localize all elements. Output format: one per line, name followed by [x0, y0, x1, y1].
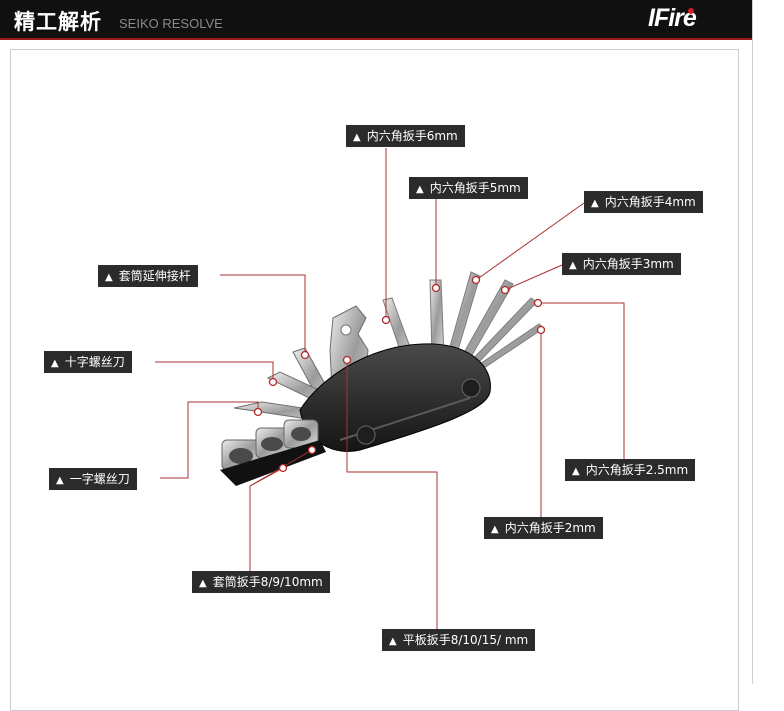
triangle-icon: ▲: [199, 578, 207, 589]
triangle-icon: ▲: [591, 198, 599, 209]
hex-keys: [382, 271, 545, 369]
right-divider: [752, 0, 753, 684]
section-title: 精工解析: [14, 10, 102, 34]
label-plate-wrench: ▲平板扳手8/10/15/ mm: [382, 629, 536, 651]
header-bar: 精工解析 SEIKO RESOLVE IFire: [0, 0, 752, 38]
sockets: [220, 419, 326, 486]
label-hex-5mm: ▲内六角扳手5mm: [409, 177, 528, 199]
triangle-icon: ▲: [416, 184, 424, 195]
label-cross-screwdriver: ▲十字螺丝刀: [44, 351, 132, 373]
triangle-icon: ▲: [56, 475, 64, 486]
label-socket-extension: ▲套筒延伸接杆: [98, 265, 198, 287]
label-hex-2-5mm: ▲内六角扳手2.5mm: [565, 459, 696, 481]
brand-logo-dot: [688, 8, 694, 14]
triangle-icon: ▲: [105, 272, 113, 283]
section-subtitle: SEIKO RESOLVE: [119, 16, 223, 31]
label-hex-6mm: ▲内六角扳手6mm: [346, 125, 465, 147]
label-hex-3mm: ▲内六角扳手3mm: [562, 253, 681, 275]
triangle-icon: ▲: [569, 260, 577, 271]
triangle-icon: ▲: [491, 524, 499, 535]
leader-lines: [155, 148, 625, 630]
label-socket-wrench: ▲套筒扳手8/9/10mm: [192, 571, 330, 593]
triangle-icon: ▲: [572, 466, 580, 477]
label-flat-screwdriver: ▲一字螺丝刀: [49, 468, 137, 490]
multi-tool-illustration: [155, 148, 625, 630]
tool-body: [299, 343, 491, 452]
marker-points: [253, 275, 546, 473]
label-hex-2mm: ▲内六角扳手2mm: [484, 517, 603, 539]
header-underline: [0, 38, 752, 40]
triangle-icon: ▲: [51, 358, 59, 369]
triangle-icon: ▲: [389, 636, 397, 647]
triangle-icon: ▲: [353, 132, 361, 143]
label-hex-4mm: ▲内六角扳手4mm: [584, 191, 703, 213]
